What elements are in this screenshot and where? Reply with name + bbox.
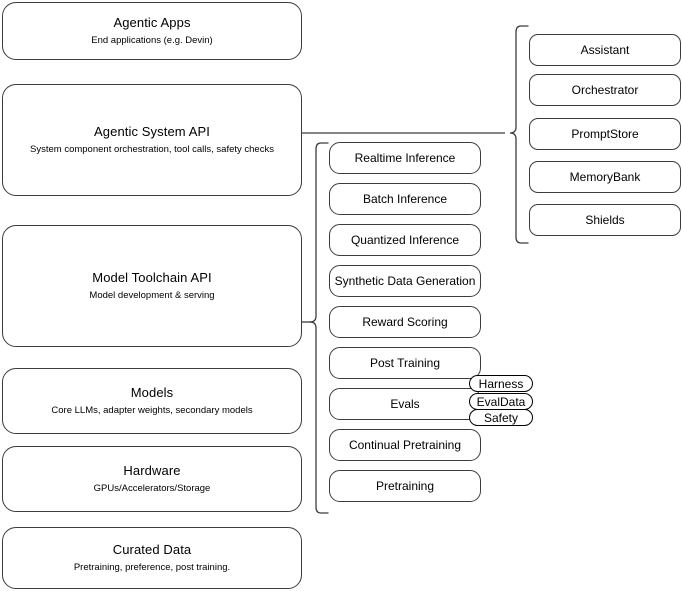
- capability-pretraining[interactable]: Pretraining: [329, 470, 481, 502]
- capability-quantized-inference[interactable]: Quantized Inference: [329, 224, 481, 256]
- capability-batch-inference[interactable]: Batch Inference: [329, 183, 481, 215]
- component-label: MemoryBank: [569, 169, 641, 184]
- layer-subtitle: End applications (e.g. Devin): [91, 35, 213, 46]
- capability-label: Post Training: [369, 355, 441, 370]
- component-label: Assistant: [580, 42, 630, 57]
- capability-continual-pretraining[interactable]: Continual Pretraining: [329, 429, 481, 461]
- capability-label: Reward Scoring: [362, 314, 448, 329]
- component-label: PromptStore: [571, 126, 639, 141]
- layer-agentic-system-api[interactable]: Agentic System API System component orch…: [2, 84, 302, 196]
- capability-label: Synthetic Data Generation: [334, 273, 476, 288]
- capability-label: Continual Pretraining: [348, 437, 462, 452]
- layer-subtitle: Pretraining, preference, post training.: [73, 562, 231, 573]
- layer-model-toolchain-api[interactable]: Model Toolchain API Model development & …: [2, 225, 302, 347]
- capability-synthetic-data-generation[interactable]: Synthetic Data Generation: [329, 265, 481, 297]
- component-shields[interactable]: Shields: [529, 204, 681, 236]
- layer-models[interactable]: Models Core LLMs, adapter weights, secon…: [2, 368, 302, 434]
- layer-subtitle: GPUs/Accelerators/Storage: [93, 483, 211, 494]
- capability-post-training[interactable]: Post Training: [329, 347, 481, 379]
- capability-realtime-inference[interactable]: Realtime Inference: [329, 142, 481, 174]
- capability-reward-scoring[interactable]: Reward Scoring: [329, 306, 481, 338]
- layer-hardware[interactable]: Hardware GPUs/Accelerators/Storage: [2, 446, 302, 512]
- capability-evals[interactable]: Evals: [329, 388, 481, 420]
- layer-agentic-apps[interactable]: Agentic Apps End applications (e.g. Devi…: [2, 2, 302, 60]
- layer-curated-data[interactable]: Curated Data Pretraining, preference, po…: [2, 527, 302, 589]
- eval-pill-evaldata[interactable]: EvalData: [469, 393, 533, 410]
- capability-label: Quantized Inference: [350, 232, 460, 247]
- layer-subtitle: System component orchestration, tool cal…: [30, 144, 274, 155]
- layer-title: Agentic Apps: [113, 15, 191, 30]
- component-label: Orchestrator: [571, 82, 639, 97]
- capability-label: Pretraining: [375, 478, 435, 493]
- eval-pill-label: EvalData: [476, 394, 526, 409]
- component-memorybank[interactable]: MemoryBank: [529, 161, 681, 193]
- layer-title: Hardware: [123, 463, 181, 478]
- brace-components: [509, 25, 529, 244]
- capability-label: Batch Inference: [362, 191, 448, 206]
- eval-pill-harness[interactable]: Harness: [469, 375, 533, 392]
- capability-label: Evals: [390, 396, 420, 411]
- eval-pill-safety[interactable]: Safety: [469, 409, 533, 426]
- brace-capabilities: [309, 142, 329, 514]
- layer-subtitle: Model development & serving: [89, 290, 215, 301]
- layer-subtitle: Core LLMs, adapter weights, secondary mo…: [51, 405, 253, 416]
- layer-title: Models: [130, 385, 174, 400]
- eval-pill-label: Safety: [483, 410, 519, 425]
- layer-title: Model Toolchain API: [92, 270, 212, 285]
- eval-pill-label: Harness: [478, 376, 524, 391]
- layer-title: Agentic System API: [94, 124, 210, 139]
- capability-label: Realtime Inference: [354, 150, 456, 165]
- component-orchestrator[interactable]: Orchestrator: [529, 74, 681, 106]
- component-promptstore[interactable]: PromptStore: [529, 118, 681, 150]
- component-label: Shields: [585, 212, 625, 227]
- layer-title: Curated Data: [112, 542, 192, 557]
- component-assistant[interactable]: Assistant: [529, 34, 681, 66]
